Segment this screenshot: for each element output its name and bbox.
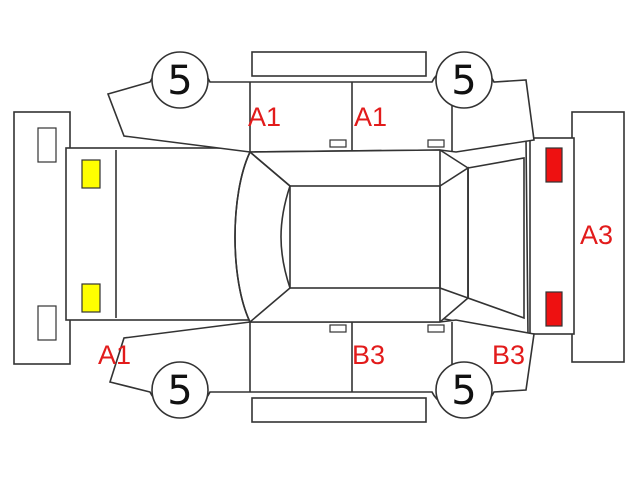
roof-rail-bottom [251,397,427,423]
damage-code-rear-fender-right: B3 [492,340,525,370]
damage-code-rear-door-right: B3 [352,340,385,370]
damage-code-front-door-left: A1 [248,102,281,132]
wheel-rear-right: 5 [435,361,493,419]
wheel-rear-right-label: 5 [451,368,476,414]
front-bumper [13,111,71,365]
cabin [234,149,469,324]
damage-code-rear-door-left: A1 [354,102,387,132]
wheel-front-left-label: 5 [167,58,192,104]
wheel-rear-left: 5 [435,51,493,109]
left-side-panel-top [106,64,535,153]
wheel-front-right-label: 5 [167,368,192,414]
headlight-bottom [81,283,101,313]
wheel-front-left: 5 [151,51,209,109]
taillight-top [545,147,563,183]
damage-code-front-fender-right: A1 [98,340,131,370]
wheel-rear-left-label: 5 [451,58,476,104]
taillight-bottom [545,291,563,327]
roof-rail-top [251,51,427,77]
headlight-top [81,159,101,189]
rear-bumper [571,111,625,363]
damage-code-rear-bumper: A3 [580,220,613,250]
wheel-front-right: 5 [151,361,209,419]
